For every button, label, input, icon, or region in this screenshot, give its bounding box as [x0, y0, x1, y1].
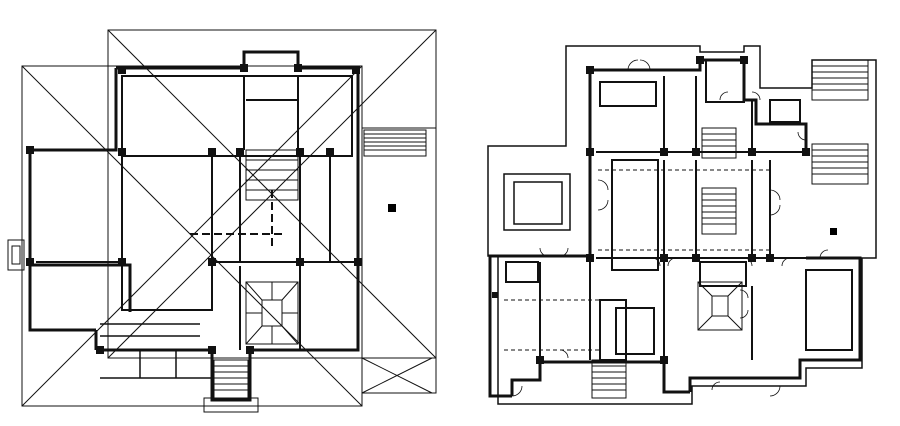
left-stair-north	[245, 149, 299, 201]
stair-frame	[701, 127, 737, 159]
dashed-guides	[504, 169, 770, 351]
right-marker-square	[830, 228, 837, 235]
right-stair-north	[701, 127, 737, 159]
right-stair-central	[701, 187, 737, 235]
east-upper-treads	[812, 65, 868, 91]
right-east-stair	[811, 59, 869, 185]
east-lower-treads	[812, 149, 868, 175]
south-rooms	[539, 262, 627, 361]
southwest-wall	[28, 265, 96, 332]
stair-treads	[246, 159, 298, 191]
south-west-wall	[510, 360, 690, 396]
central-room	[611, 159, 659, 271]
entry-treads	[214, 365, 248, 391]
west-room-walls	[121, 152, 358, 311]
stair-frame	[701, 187, 737, 235]
court-inner	[513, 181, 563, 225]
south-east-wall	[688, 256, 862, 392]
east-stair-upper	[811, 59, 869, 101]
construction-strip	[361, 127, 437, 394]
stair-vestibule	[699, 261, 747, 287]
right-piers	[492, 56, 810, 364]
stair-hall-walls	[239, 266, 301, 350]
construction-lines	[21, 29, 437, 407]
piers	[26, 64, 362, 354]
left-east-stair	[363, 129, 427, 157]
right-floor-plan	[487, 45, 877, 405]
porch-inner	[11, 245, 21, 265]
entry-treads	[592, 365, 626, 391]
east-stair-lower	[811, 143, 869, 185]
spiral-steps	[697, 281, 743, 331]
interior-walls	[36, 75, 358, 379]
north-tower	[705, 59, 745, 103]
outer-walls	[28, 50, 360, 402]
right-outer-walls	[488, 58, 862, 398]
stair-treads	[702, 193, 736, 225]
spiral-steps	[245, 281, 299, 345]
south-corridor	[100, 323, 200, 337]
axis-cross	[190, 190, 285, 250]
north-room-block	[121, 75, 353, 157]
west-wall	[28, 68, 132, 312]
court-outer	[503, 173, 571, 231]
stair-treads	[702, 133, 736, 153]
east-stair-treads	[364, 133, 426, 151]
entry-landing	[203, 397, 259, 413]
southeast-room	[805, 269, 853, 351]
right-interior-walls	[505, 59, 860, 361]
spiral-core	[261, 299, 283, 327]
stair-frame	[245, 149, 299, 201]
left-marker-square	[388, 204, 396, 212]
west-wall	[488, 70, 592, 398]
east-stair-frame	[363, 129, 427, 157]
left-stair-spiral	[245, 281, 299, 345]
diagonal-d	[361, 357, 433, 394]
north-room	[599, 81, 657, 107]
left-entry-stair	[203, 359, 259, 413]
east-small-room	[769, 99, 801, 123]
right-entry-stair	[591, 359, 627, 399]
door-swings	[511, 59, 829, 397]
left-west-porch	[7, 239, 25, 271]
diagonal-a2	[21, 65, 363, 407]
south-rooms	[100, 350, 212, 379]
porch-frame	[7, 239, 25, 271]
spiral-core	[711, 295, 729, 317]
right-stair-spiral	[697, 281, 743, 331]
west-court	[503, 173, 571, 231]
southwest-room	[505, 261, 539, 283]
entry-frame	[591, 359, 627, 399]
left-floor-plan	[7, 29, 437, 413]
south-room-b	[615, 307, 655, 355]
spiral-frame	[697, 281, 743, 331]
